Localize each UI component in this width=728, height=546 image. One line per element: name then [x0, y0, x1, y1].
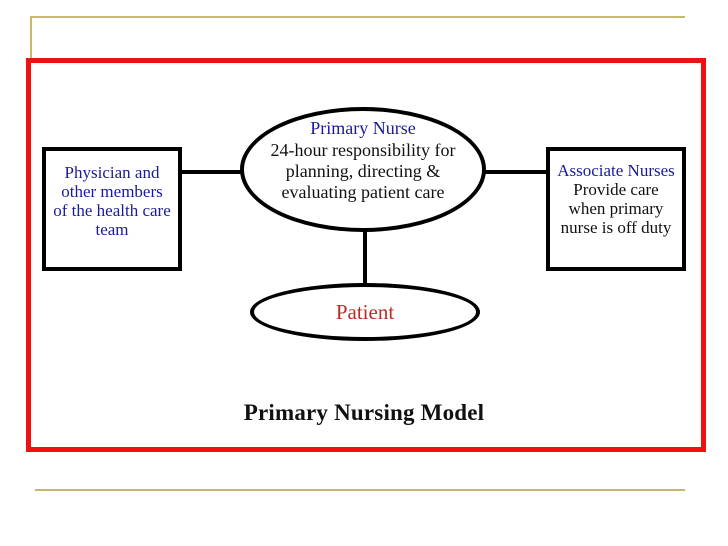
node-physician-team-box: Physician and other members of the healt… — [42, 147, 182, 271]
diagram-caption: Primary Nursing Model — [243, 400, 485, 425]
associate-nurses-line-2: when primary — [568, 199, 664, 219]
primary-nurse-line-3: evaluating patient care — [281, 181, 445, 202]
patient-label: Patient — [335, 299, 395, 324]
primary-nurse-heading: Primary Nurse — [310, 118, 416, 138]
node-patient-ellipse: Patient — [250, 283, 480, 341]
physician-team-line-4: team — [95, 220, 129, 240]
node-primary-nurse-ellipse: Primary Nurse 24-hour responsibility for… — [240, 107, 486, 232]
connector-left-box-to-primary-nurse — [180, 170, 252, 174]
physician-team-line-1: Physician and — [64, 163, 160, 182]
node-associate-nurses-box: Associate Nurses Provide care when prima… — [546, 147, 686, 271]
top-divider-rule — [30, 16, 685, 18]
connector-primary-nurse-to-right-box — [474, 170, 548, 174]
associate-nurses-line-3: nurse is off duty — [560, 218, 672, 238]
bottom-divider-rule — [35, 489, 685, 491]
connector-primary-nurse-to-patient — [363, 229, 367, 285]
primary-nurse-line-2: planning, directing & — [285, 160, 441, 181]
associate-nurses-heading: Associate Nurses — [557, 161, 675, 180]
associate-nurses-line-1: Provide care — [573, 180, 659, 200]
primary-nurse-line-1: 24-hour responsibility for — [270, 139, 456, 160]
physician-team-line-3: of the health care — [53, 201, 171, 221]
top-divider-stub — [30, 16, 32, 60]
physician-team-line-2: other members — [61, 182, 163, 202]
